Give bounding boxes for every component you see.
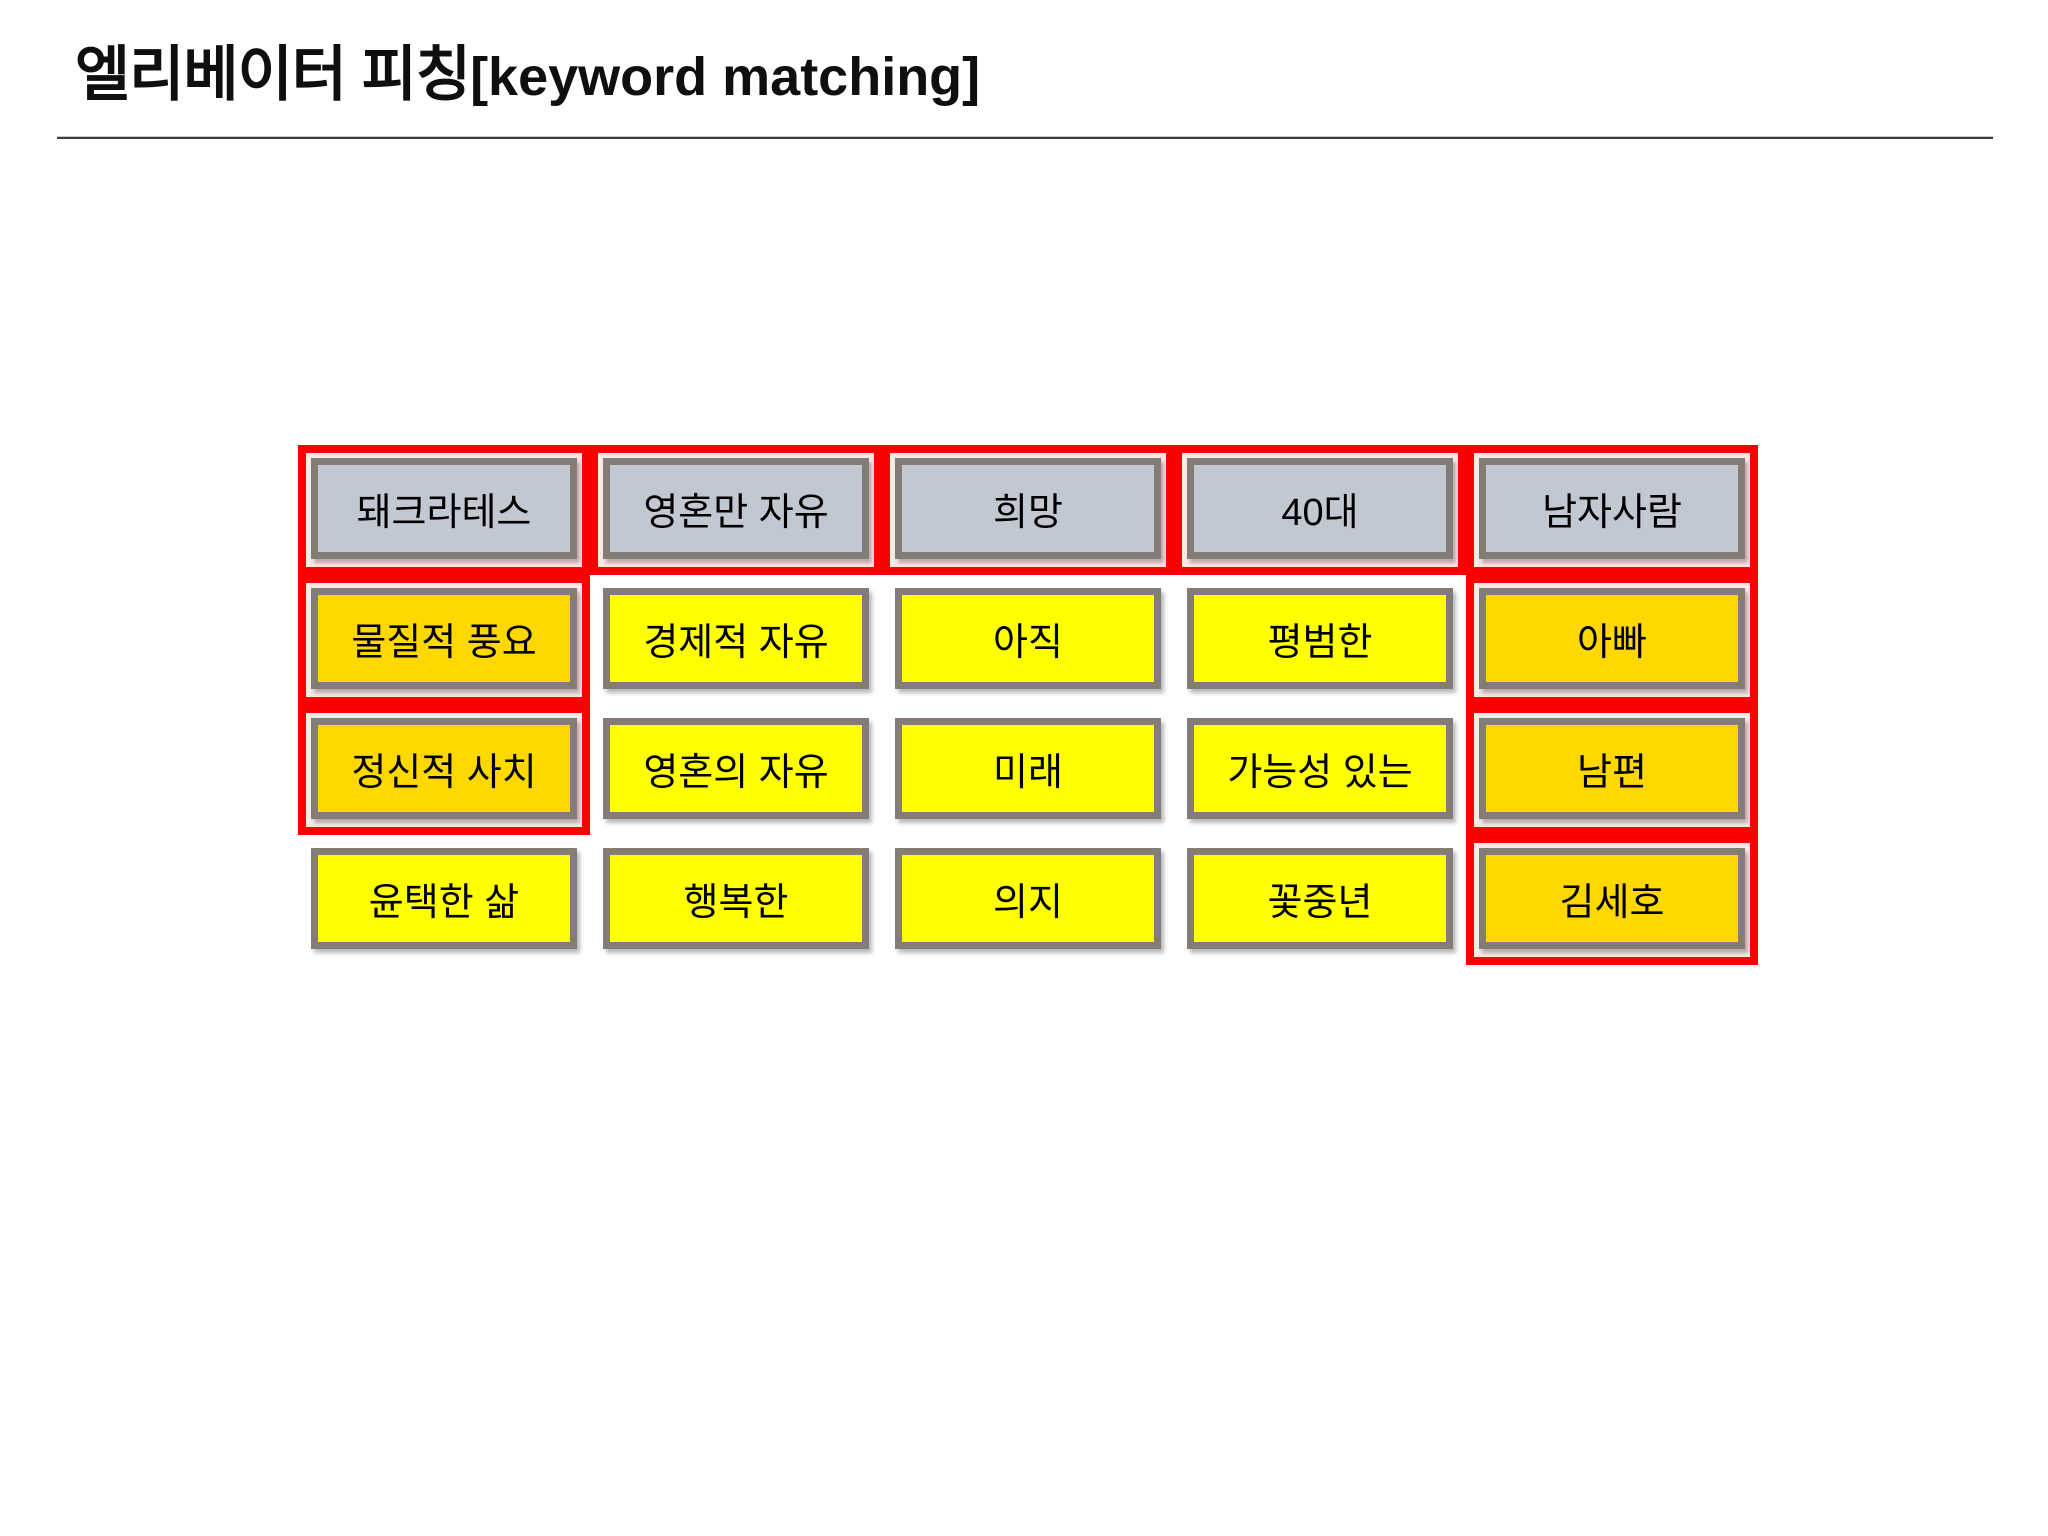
keyword-cell-2: 영혼만 자유 xyxy=(590,445,882,575)
keyword-cell-9: 평범한 xyxy=(1174,575,1466,705)
keyword-cell-4: 40대 xyxy=(1174,445,1466,575)
keyword-label: 물질적 풍요 xyxy=(351,622,537,664)
keyword-cell-1: 돼크라테스 xyxy=(298,445,590,575)
keyword-box: 아빠 xyxy=(1479,588,1745,689)
keyword-label: 남자사람 xyxy=(1542,492,1682,534)
keyword-cell-7: 경제적 자유 xyxy=(590,575,882,705)
keyword-cell-20: 김세호 xyxy=(1466,835,1758,965)
keyword-cell-11: 정신적 사치 xyxy=(298,705,590,835)
keyword-label: 영혼의 자유 xyxy=(643,752,829,794)
keyword-cell-6: 물질적 풍요 xyxy=(298,575,590,705)
keyword-label: 행복한 xyxy=(683,882,789,924)
page-title-korean: 엘리베이터 피칭 xyxy=(75,41,471,108)
keyword-box: 남편 xyxy=(1479,718,1745,819)
keyword-label: 가능성 있는 xyxy=(1227,752,1413,794)
keyword-box: 정신적 사치 xyxy=(311,718,577,819)
keyword-label: 영혼만 자유 xyxy=(643,492,829,534)
keyword-label: 꽃중년 xyxy=(1267,882,1373,924)
keyword-label: 아직 xyxy=(993,622,1063,664)
keyword-box: 김세호 xyxy=(1479,848,1745,949)
keyword-label: 남편 xyxy=(1577,752,1647,794)
keyword-cell-15: 남편 xyxy=(1466,705,1758,835)
keyword-box: 미래 xyxy=(895,718,1161,819)
keyword-label: 돼크라테스 xyxy=(356,492,532,534)
keyword-cell-13: 미래 xyxy=(882,705,1174,835)
keyword-label: 희망 xyxy=(993,492,1063,534)
keyword-cell-5: 남자사람 xyxy=(1466,445,1758,575)
keyword-cell-12: 영혼의 자유 xyxy=(590,705,882,835)
keyword-cell-8: 아직 xyxy=(882,575,1174,705)
keyword-cell-14: 가능성 있는 xyxy=(1174,705,1466,835)
keyword-box: 가능성 있는 xyxy=(1187,718,1453,819)
keyword-label: 40대 xyxy=(1281,492,1359,534)
keyword-cell-17: 행복한 xyxy=(590,835,882,965)
keyword-box: 아직 xyxy=(895,588,1161,689)
keyword-box: 남자사람 xyxy=(1479,458,1745,559)
title-divider xyxy=(57,136,1993,139)
page-title-suffix: [keyword matching] xyxy=(470,47,981,107)
keyword-box: 꽃중년 xyxy=(1187,848,1453,949)
keyword-box: 영혼의 자유 xyxy=(603,718,869,819)
keyword-box: 40대 xyxy=(1187,458,1453,559)
keyword-box: 의지 xyxy=(895,848,1161,949)
keyword-label: 김세호 xyxy=(1559,882,1665,924)
keyword-cell-19: 꽃중년 xyxy=(1174,835,1466,965)
keyword-label: 평범한 xyxy=(1267,622,1373,664)
keyword-box: 영혼만 자유 xyxy=(603,458,869,559)
keyword-label: 경제적 자유 xyxy=(643,622,829,664)
keyword-label: 아빠 xyxy=(1577,622,1647,664)
keyword-box: 행복한 xyxy=(603,848,869,949)
keyword-box: 돼크라테스 xyxy=(311,458,577,559)
keyword-cell-18: 의지 xyxy=(882,835,1174,965)
keyword-box: 윤택한 삶 xyxy=(311,848,577,949)
keyword-label: 미래 xyxy=(993,752,1063,794)
keyword-label: 의지 xyxy=(993,882,1063,924)
keyword-cell-10: 아빠 xyxy=(1466,575,1758,705)
keyword-label: 정신적 사치 xyxy=(351,752,537,794)
keyword-label: 윤택한 삶 xyxy=(368,882,520,924)
page-title: 엘리베이터 피칭[keyword matching] xyxy=(75,40,980,109)
keyword-box: 경제적 자유 xyxy=(603,588,869,689)
keyword-box: 희망 xyxy=(895,458,1161,559)
keyword-cell-16: 윤택한 삶 xyxy=(298,835,590,965)
keyword-box: 물질적 풍요 xyxy=(311,588,577,689)
keyword-cell-3: 희망 xyxy=(882,445,1174,575)
keyword-box: 평범한 xyxy=(1187,588,1453,689)
